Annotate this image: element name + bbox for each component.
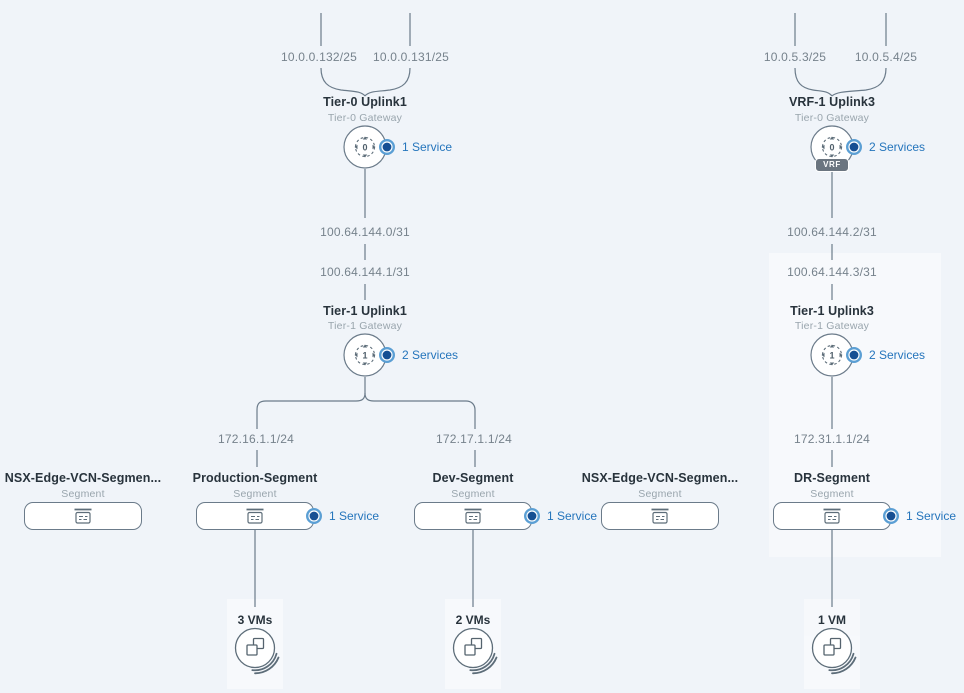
services-label[interactable]: 2 Services	[402, 348, 459, 362]
services-link[interactable]: 2 Services	[845, 346, 925, 364]
interface-ip-label: 100.64.144.2/31	[787, 225, 877, 239]
svg-text:0: 0	[362, 143, 367, 153]
node-subtitle: Tier-1 Gateway	[794, 320, 870, 332]
interface-ip-label: 100.64.144.1/31	[320, 265, 410, 279]
vm-stack-icon[interactable]	[806, 622, 862, 678]
segment-switch-icon	[246, 508, 264, 524]
services-link[interactable]: 1 Service	[305, 507, 379, 525]
tier1-gateway-icon[interactable]: 1	[343, 333, 387, 377]
services-label[interactable]: 2 Services	[869, 140, 926, 154]
vm-stack-icon[interactable]	[229, 622, 285, 678]
svg-text:1: 1	[362, 351, 367, 361]
svg-text:1: 1	[829, 351, 834, 361]
node-title: VRF-1 Uplink3	[788, 95, 876, 109]
node-subtitle: Tier-0 Gateway	[794, 112, 870, 124]
service-dot-icon	[845, 138, 863, 156]
segment-box[interactable]	[414, 502, 532, 530]
node-subtitle: Tier-1 Gateway	[327, 320, 403, 332]
node-subtitle: Tier-0 Gateway	[327, 112, 403, 124]
segment-ip-label: 172.31.1.1/24	[793, 432, 870, 446]
services-label[interactable]: 1 Service	[329, 509, 380, 523]
node-subtitle: Segment	[638, 488, 682, 500]
segment-switch-icon	[823, 508, 841, 524]
service-dot-icon	[882, 507, 900, 525]
vm-count-label: 1 VM	[817, 613, 846, 627]
interface-ip-label: 100.64.144.0/31	[320, 225, 410, 239]
node-title: Production-Segment	[192, 471, 318, 485]
node-title: DR-Segment	[793, 471, 870, 485]
services-label[interactable]: 1 Service	[547, 509, 598, 523]
services-link[interactable]: 2 Services	[378, 346, 458, 364]
interface-ip-label: 100.64.144.3/31	[787, 265, 877, 279]
svg-text:0: 0	[829, 143, 834, 153]
segment-box[interactable]	[24, 502, 142, 530]
connectors	[254, 13, 887, 607]
services-label[interactable]: 1 Service	[402, 140, 453, 154]
service-dot-icon	[523, 507, 541, 525]
services-link[interactable]: 2 Services	[845, 138, 925, 156]
uplink-ip-label: 10.0.0.132/25	[280, 50, 357, 64]
services-link[interactable]: 1 Service	[523, 507, 597, 525]
node-title: Tier-1 Uplink1	[323, 304, 407, 318]
segment-ip-label: 172.17.1.1/24	[435, 432, 512, 446]
service-dot-icon	[845, 346, 863, 364]
uplink-ip-label: 10.0.5.4/25	[854, 50, 918, 64]
uplink-ip-label: 10.0.0.131/25	[372, 50, 449, 64]
segment-switch-icon	[464, 508, 482, 524]
segment-box[interactable]	[773, 502, 891, 530]
service-dot-icon	[305, 507, 323, 525]
vrf-badge: VRF	[815, 158, 849, 172]
service-dot-icon	[378, 346, 396, 364]
node-title: Tier-0 Uplink1	[323, 95, 407, 109]
node-subtitle: Segment	[451, 488, 495, 500]
vm-stack-icon[interactable]	[447, 622, 503, 678]
node-title: NSX-Edge-VCN-Segmen...	[4, 471, 162, 485]
node-subtitle: Segment	[233, 488, 277, 500]
segment-switch-icon	[651, 508, 669, 524]
segment-ip-label: 172.16.1.1/24	[217, 432, 294, 446]
vm-count-label: 3 VMs	[237, 613, 273, 627]
segment-box[interactable]	[196, 502, 314, 530]
segment-box[interactable]	[601, 502, 719, 530]
services-link[interactable]: 1 Service	[378, 138, 452, 156]
node-subtitle: Segment	[810, 488, 854, 500]
services-label[interactable]: 1 Service	[906, 509, 957, 523]
node-title: NSX-Edge-VCN-Segmen...	[581, 471, 739, 485]
segment-switch-icon	[74, 508, 92, 524]
uplink-ip-label: 10.0.5.3/25	[763, 50, 827, 64]
services-label[interactable]: 2 Services	[869, 348, 926, 362]
services-link[interactable]: 1 Service	[882, 507, 956, 525]
node-title: Dev-Segment	[432, 471, 514, 485]
node-subtitle: Segment	[61, 488, 105, 500]
vm-count-label: 2 VMs	[455, 613, 491, 627]
node-title: Tier-1 Uplink3	[790, 304, 874, 318]
service-dot-icon	[378, 138, 396, 156]
